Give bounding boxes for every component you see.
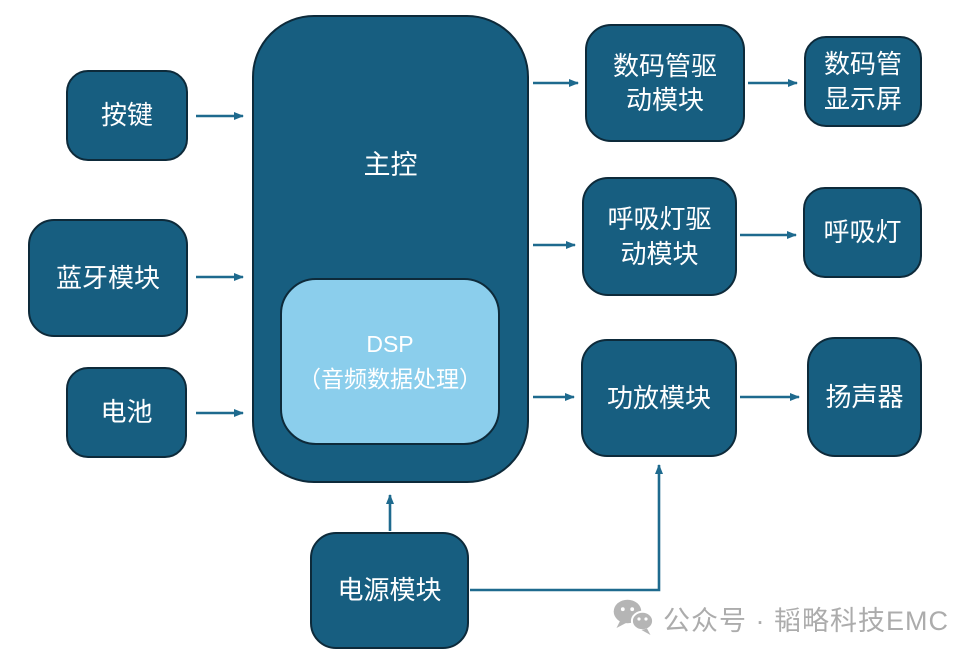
node-dsp-label: DSP （音频数据处理） bbox=[298, 331, 482, 392]
node-digit-tube-display: 数码管 显示屏 bbox=[804, 36, 922, 127]
node-digit-tube-driver: 数码管驱 动模块 bbox=[585, 24, 745, 142]
node-bluetooth-label: 蓝牙模块 bbox=[55, 262, 160, 293]
node-speaker: 扬声器 bbox=[807, 337, 922, 457]
node-amplifier-module: 功放模块 bbox=[581, 339, 737, 457]
watermark-text: 公众号 · 韬略科技EMC bbox=[663, 605, 949, 636]
node-breathing-light-driver-label: 呼吸灯驱 动模块 bbox=[607, 204, 712, 269]
node-main-controller-label: 主控 bbox=[363, 150, 418, 180]
node-battery: 电池 bbox=[66, 367, 187, 458]
node-breathing-light-driver: 呼吸灯驱 动模块 bbox=[582, 177, 737, 296]
node-bluetooth-module: 蓝牙模块 bbox=[28, 219, 188, 337]
node-main-controller: 主控 DSP （音频数据处理） bbox=[252, 15, 529, 483]
node-amplifier-module-label: 功放模块 bbox=[606, 382, 711, 413]
node-battery-label: 电池 bbox=[100, 397, 153, 428]
node-digit-tube-driver-label: 数码管驱 动模块 bbox=[612, 50, 717, 115]
watermark: 公众号 · 韬略科技EMC bbox=[612, 598, 949, 638]
node-breathing-light: 呼吸灯 bbox=[803, 187, 922, 278]
node-power-module: 电源模块 bbox=[310, 532, 469, 649]
arrow-power-to-amp bbox=[470, 464, 663, 592]
node-speaker-label: 扬声器 bbox=[825, 381, 904, 412]
node-dsp: DSP （音频数据处理） bbox=[280, 278, 500, 445]
node-keys-label: 按键 bbox=[100, 100, 153, 131]
node-digit-tube-display-label: 数码管 显示屏 bbox=[823, 49, 902, 114]
node-power-module-label: 电源模块 bbox=[337, 575, 442, 606]
node-keys: 按键 bbox=[66, 70, 188, 161]
wechat-icon bbox=[613, 599, 654, 635]
node-breathing-light-label: 呼吸灯 bbox=[823, 217, 902, 248]
